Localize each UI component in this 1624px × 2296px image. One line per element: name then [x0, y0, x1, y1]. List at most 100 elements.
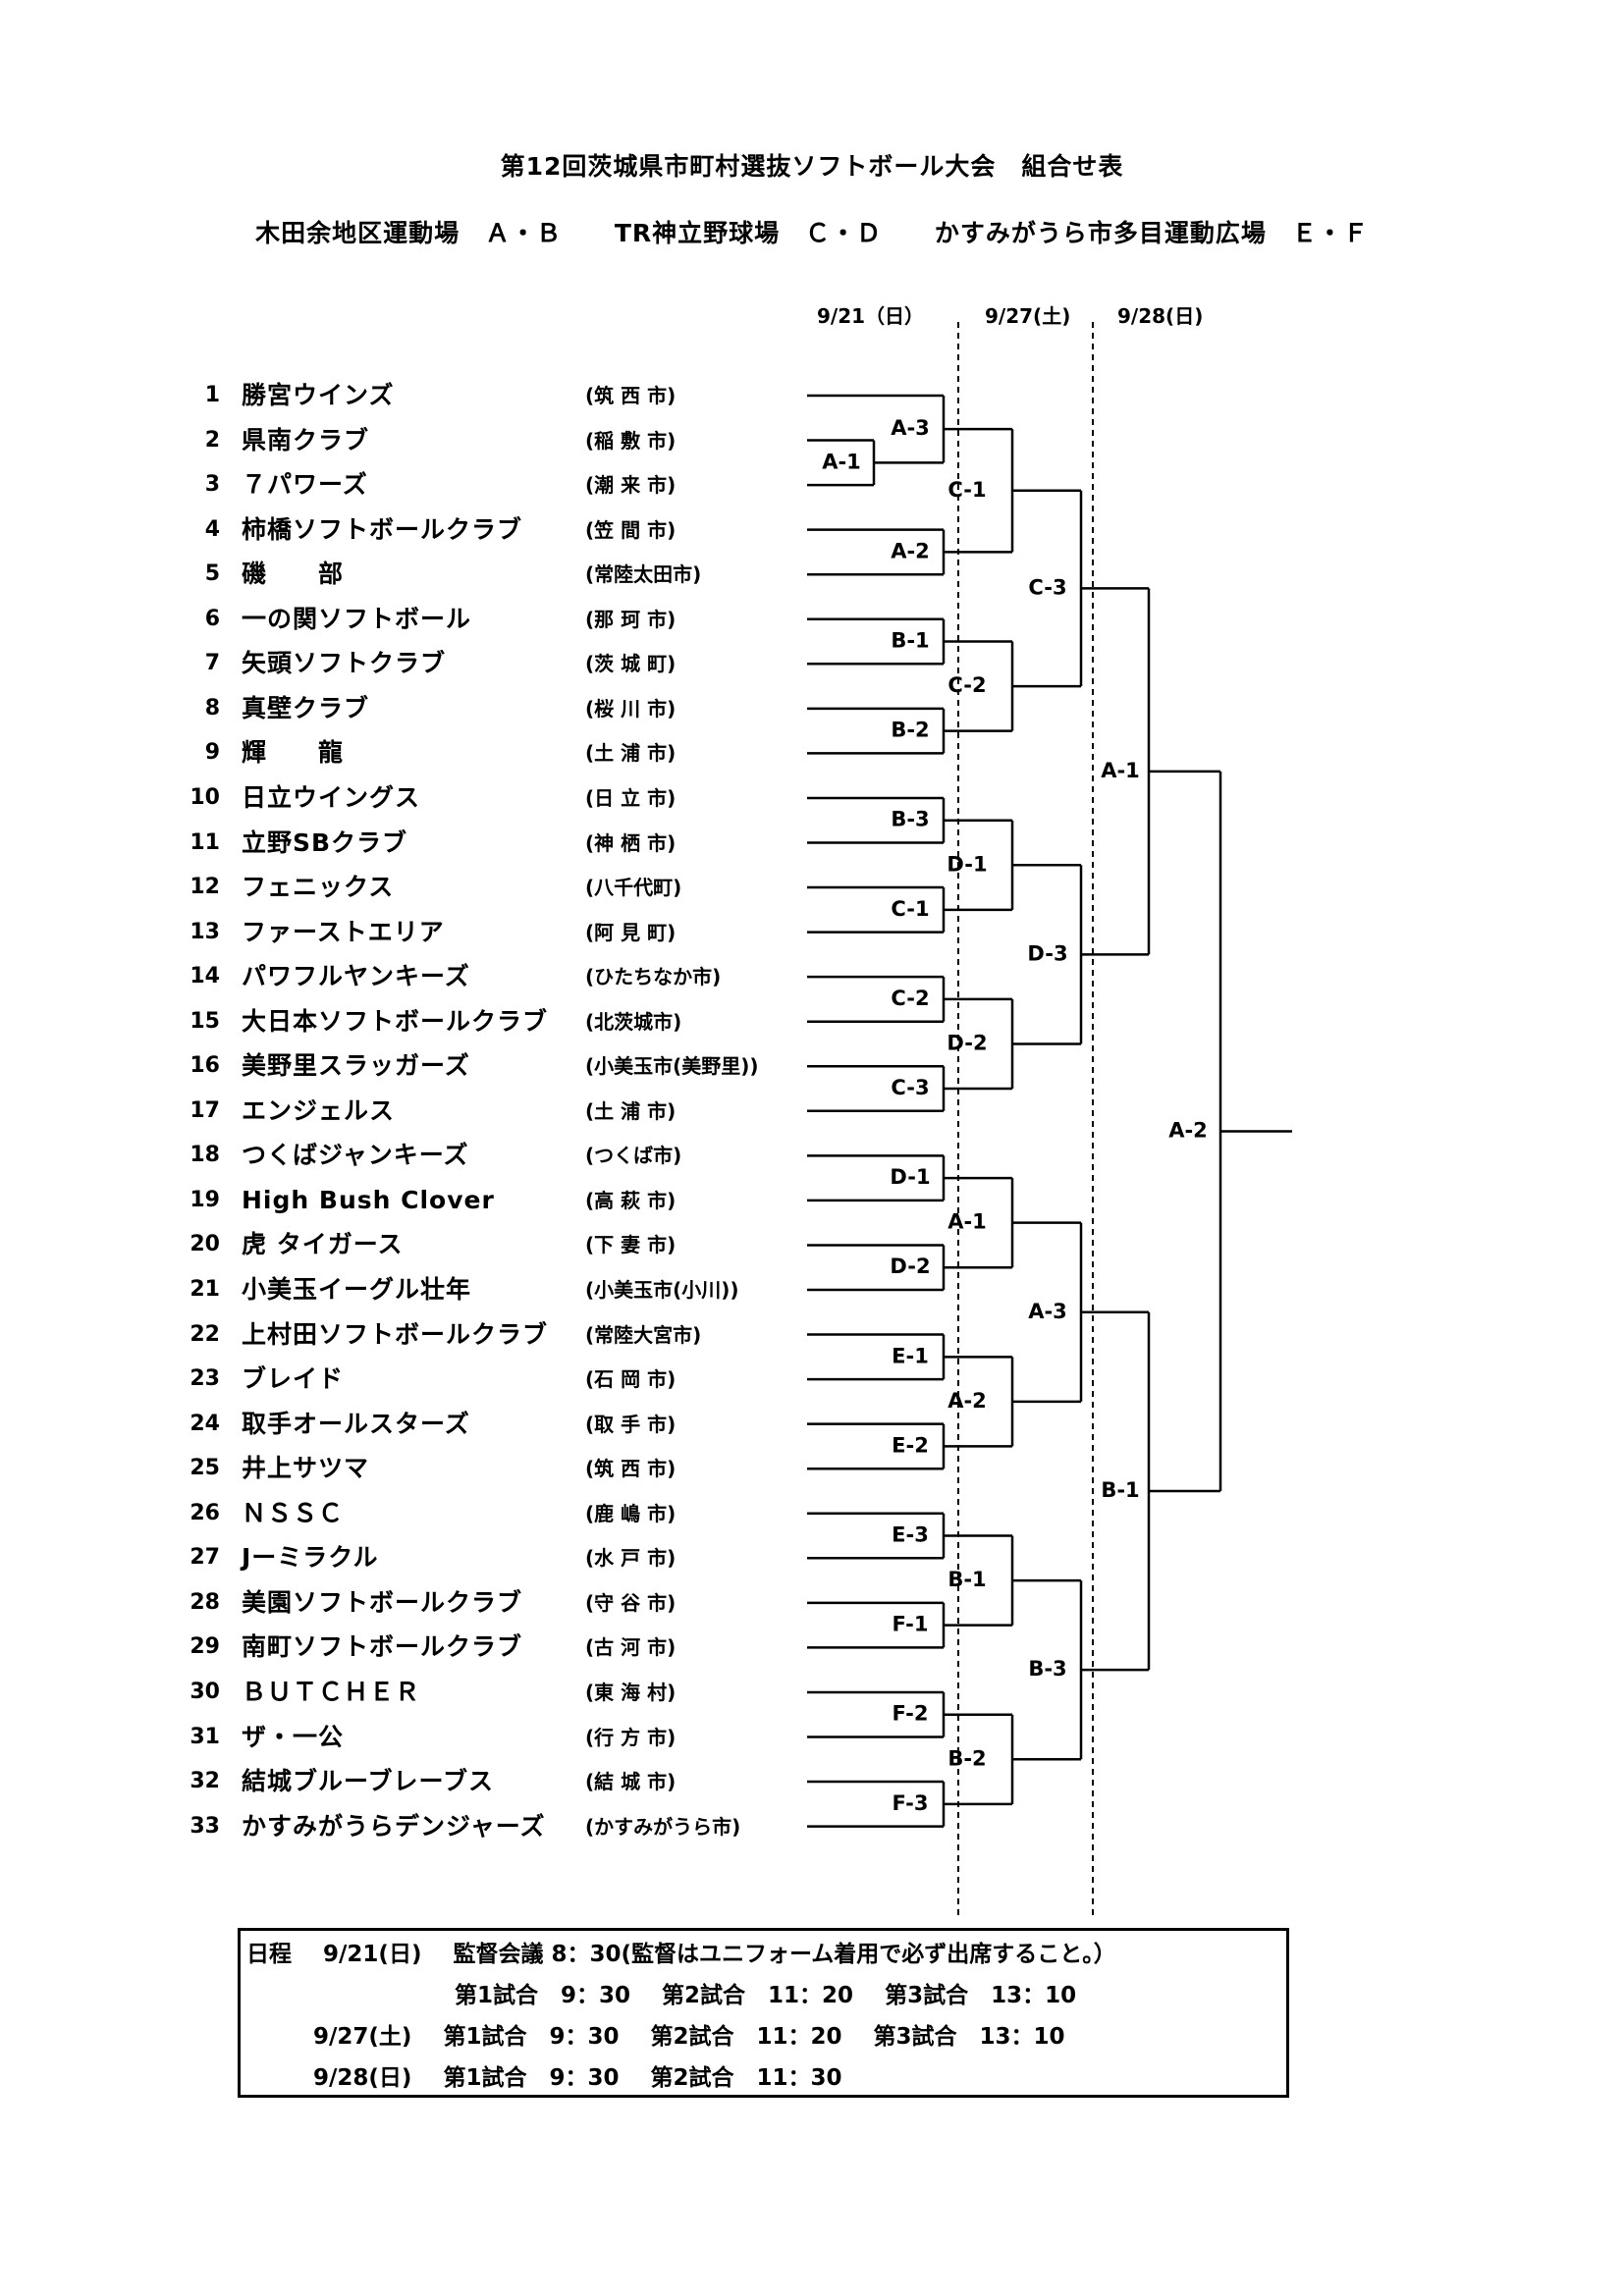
match-label: B-1: [947, 1568, 986, 1591]
schedule-game: 第2試合 11：20: [650, 2024, 842, 2050]
team-city: (常陸大宮市): [585, 1322, 702, 1347]
team-city: (八千代町): [585, 876, 682, 900]
team-number: 18: [189, 1143, 220, 1168]
schedule-line-1: 日程 9/21(日) 監督会議 8：30(監督はユニフォーム着用で必ず出席するこ…: [246, 1935, 1140, 1968]
team-number: 17: [189, 1097, 220, 1123]
match-label: D-2: [947, 1031, 987, 1054]
match-label: C-1: [891, 897, 929, 921]
match-label: A-2: [1168, 1118, 1208, 1142]
venue-item: 木田余地区運動場 Ａ・Ｂ: [255, 219, 563, 247]
team-number: 33: [189, 1813, 220, 1839]
team-name: Jーミラクル: [242, 1543, 379, 1573]
team-name: ザ・一公: [242, 1722, 345, 1751]
team-name: 柿橋ソフトボールクラブ: [242, 514, 523, 544]
schedule-meeting: 監督会議 8：30(監督はユニフォーム着用で必ず出席すること。）: [453, 1942, 1116, 1967]
team-number: 23: [189, 1366, 220, 1392]
team-city: (鹿 嶋 市): [585, 1501, 677, 1525]
match-label: F-1: [892, 1613, 928, 1636]
schedule-game: 第1試合 9：30: [443, 2024, 620, 2050]
team-city: (神 栖 市): [585, 830, 677, 855]
team-name: High Bush Clover: [242, 1185, 495, 1214]
team-number: 4: [204, 516, 220, 542]
team-city: (筑 西 市): [585, 384, 677, 407]
team-number: 27: [189, 1545, 220, 1571]
match-label: A-3: [1028, 1300, 1067, 1323]
team-city: (結 城 市): [585, 1770, 677, 1794]
team-name: フェニックス: [242, 873, 395, 902]
schedule-game: 第2試合 11：20: [662, 1983, 854, 2008]
match-label: C-2: [947, 673, 986, 697]
venue-item: かすみがうら市多目運動広場 Ｅ・Ｆ: [934, 219, 1369, 247]
round-date-2: 9/27(土): [985, 304, 1071, 328]
schedule-date: 9/21(日): [323, 1942, 422, 1967]
round-date-1: 9/21（日）: [817, 304, 925, 328]
team-name: 県南クラブ: [242, 425, 370, 454]
team-city: (小美玉市(小川)): [585, 1278, 739, 1302]
team-city: (桜 川 市): [585, 696, 677, 721]
team-name: ＮＳＳＣ: [242, 1498, 345, 1527]
match-label: F-2: [892, 1702, 928, 1726]
team-number: 6: [204, 606, 220, 631]
team-name: 磯 部: [242, 560, 345, 589]
schedule-line-3: 9/27(土) 第1試合 9：30 第2試合 11：20 第3試合 13：10: [313, 2017, 1089, 2051]
schedule-date: 9/28(日): [313, 2065, 412, 2091]
schedule-game: 第1試合 9：30: [443, 2065, 620, 2091]
match-label: A-2: [947, 1389, 987, 1413]
team-name: 日立ウイングス: [242, 782, 421, 812]
team-city: (つくば市): [585, 1144, 682, 1168]
team-city: (土 浦 市): [585, 741, 677, 766]
team-name: パワフルヤンキーズ: [242, 962, 470, 991]
team-number: 28: [189, 1589, 220, 1615]
match-label: B-3: [1028, 1657, 1066, 1681]
team-name: 真壁クラブ: [242, 693, 370, 722]
team-city: (行 方 市): [585, 1725, 677, 1749]
team-number: 24: [189, 1411, 220, 1436]
team-city: (茨 城 町): [585, 652, 677, 676]
team-number: 15: [189, 1008, 220, 1034]
schedule-line-2: 第1試合 9：30 第2試合 11：20 第3試合 13：10: [455, 1976, 1100, 2009]
team-name: 結城ブルーブレーブス: [242, 1767, 495, 1796]
team-name: ７パワーズ: [242, 470, 368, 500]
match-label: A-1: [947, 1210, 987, 1234]
match-label: A-2: [891, 539, 930, 562]
match-label: D-1: [890, 1165, 930, 1189]
team-number: 22: [189, 1321, 220, 1347]
team-number: 20: [189, 1232, 220, 1257]
match-label: B-3: [891, 808, 929, 831]
match-label: E-2: [892, 1433, 929, 1457]
team-city: (日 立 市): [585, 785, 677, 810]
team-number: 3: [204, 472, 220, 498]
schedule-label: 日程: [246, 1942, 292, 1967]
team-city: (潮 来 市): [585, 473, 677, 498]
team-name: つくばジャンキーズ: [242, 1141, 469, 1170]
team-city: (かすみがうら市): [585, 1814, 741, 1839]
team-name: 虎 タイガース: [242, 1230, 404, 1259]
team-city: (筑 西 市): [585, 1457, 677, 1481]
team-city: (守 谷 市): [585, 1590, 677, 1615]
schedule-line-4: 9/28(日) 第1試合 9：30 第2試合 11：30: [313, 2058, 866, 2092]
schedule-game: 第1試合 9：30: [455, 1983, 631, 2008]
team-name: 一の関ソフトボール: [242, 604, 472, 633]
team-city: (水 戸 市): [585, 1546, 677, 1571]
match-label: B-1: [891, 629, 929, 653]
team-number: 13: [189, 919, 220, 944]
match-label: D-1: [947, 852, 987, 876]
venue-list: 木田余地区運動場 Ａ・Ｂ TR神立野球場 Ｃ・Ｄ かすみがうら市多目運動広場 Ｅ…: [0, 214, 1624, 249]
team-name: 井上サツマ: [242, 1454, 370, 1483]
match-label: C-1: [947, 478, 986, 502]
schedule-box: 日程 9/21(日) 監督会議 8：30(監督はユニフォーム着用で必ず出席するこ…: [238, 1928, 1289, 2098]
team-city: (阿 見 町): [585, 920, 677, 944]
match-label: B-2: [947, 1746, 986, 1770]
team-name: 矢頭ソフトクラブ: [242, 649, 447, 678]
team-city: (東 海 村): [585, 1680, 677, 1704]
team-city: (取 手 市): [585, 1412, 677, 1436]
team-city: (古 河 市): [585, 1635, 677, 1660]
match-label: D-2: [890, 1255, 930, 1278]
schedule-game: 第3試合 13：10: [873, 2024, 1065, 2050]
team-number: 9: [204, 740, 220, 766]
team-city: (高 萩 市): [585, 1188, 677, 1212]
team-name: 小美玉イーグル壮年: [242, 1275, 472, 1304]
team-city: (下 妻 市): [585, 1233, 677, 1257]
team-number: 25: [189, 1456, 220, 1481]
